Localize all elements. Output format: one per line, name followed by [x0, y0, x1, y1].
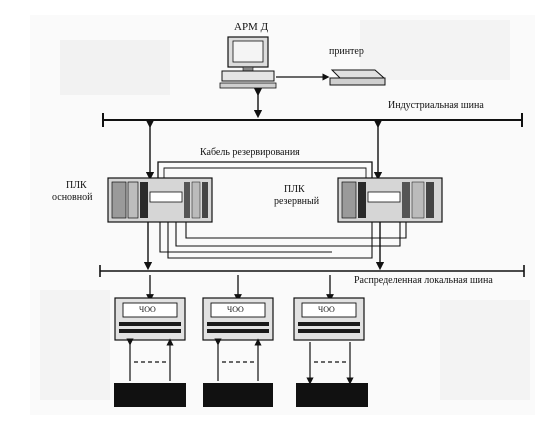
field-device-3 — [296, 383, 368, 407]
plc-main-rack — [107, 177, 213, 223]
plc-reserve-rack — [337, 177, 443, 223]
io-module-3 — [293, 297, 365, 341]
local-bus-label: Распределенная локальная шина — [354, 275, 493, 286]
workstation-icon — [219, 36, 277, 89]
plc-main-label-2: основной — [52, 192, 93, 203]
field-links-1 — [126, 338, 174, 381]
printer-label: принтер — [329, 46, 364, 57]
field-device-1 — [114, 383, 186, 407]
arm-label: АРМ Д — [234, 21, 269, 33]
io-module-3-label: ЧОО — [318, 305, 335, 314]
io-module-1 — [114, 297, 186, 341]
local-bus — [99, 265, 525, 277]
plc-main-label-1: ПЛК — [66, 180, 87, 191]
io-module-2 — [202, 297, 274, 341]
plc-reserve-label-1: ПЛК — [284, 184, 305, 195]
background-texture — [30, 15, 535, 415]
plc-reserve-label-2: резервный — [274, 196, 320, 207]
printer-icon — [329, 69, 386, 86]
io-module-1-label: ЧОО — [139, 305, 156, 314]
redundancy-cable — [157, 161, 373, 185]
industrial-bus-label: Индустриальная шина — [388, 100, 484, 111]
field-links-2 — [214, 338, 262, 381]
industrial-bus — [102, 113, 523, 127]
io-module-2-label: ЧОО — [227, 305, 244, 314]
plc-cross-links — [159, 222, 407, 259]
field-device-2 — [203, 383, 273, 407]
redundancy-cable-label: Кабель резервирования — [200, 147, 300, 158]
field-links-3 — [306, 342, 354, 385]
